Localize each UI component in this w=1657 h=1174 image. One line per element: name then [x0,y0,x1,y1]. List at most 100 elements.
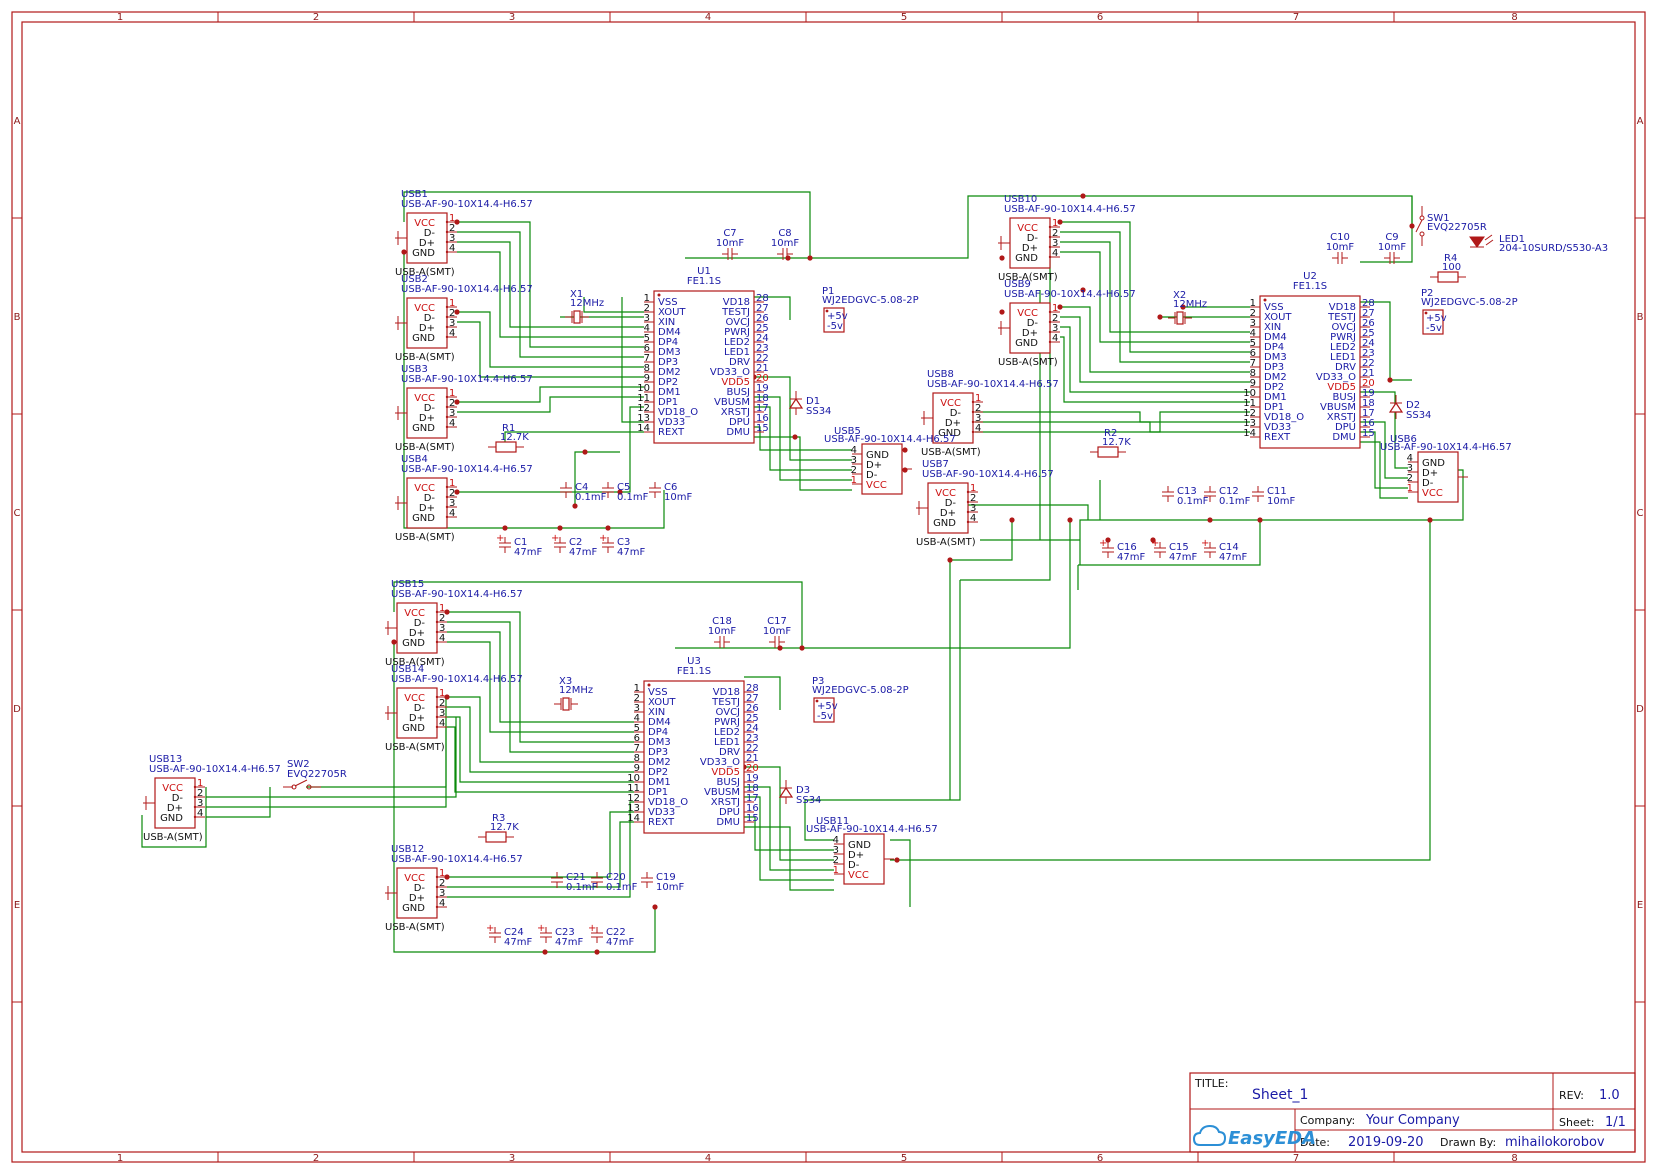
pin-number: 4 [970,513,976,524]
cap-value: 10mF [708,626,736,637]
cap-ref: C24 [504,927,524,938]
usb-ref: USB15 [391,579,424,590]
row-label-right: E [1637,900,1643,911]
pin-number: 13 [627,803,640,814]
pin-number: 2 [449,488,455,499]
pin-name: REXT [658,427,685,438]
usb-part: USB-AF-90-10X14.4-H6.57 [1004,289,1136,300]
usb-pin-name: D- [1422,478,1434,489]
usb-pin-name: GND [1422,458,1445,469]
usb-pin-name: GND [412,248,435,259]
pin-number: 1 [644,293,650,304]
junction-dot [542,949,548,955]
pin-name: LED2 [1330,342,1356,353]
title-block: TITLE: Sheet_1 REV: 1.0 Company: Your Co… [1189,1072,1636,1153]
pin-number: 4 [439,633,445,644]
polarity-mark: + [496,533,504,544]
column-label-top: 4 [705,12,711,23]
pin-name: DP1 [1264,402,1284,413]
usb-pin-name: D+ [419,413,435,424]
pin-name: BUSJ [717,777,740,788]
junction-dot [594,949,600,955]
usb-pin-name: GND [1015,338,1038,349]
pin-number: 28 [1362,298,1375,309]
pin-name: XRSTJ [711,797,740,808]
sheet-value: 1/1 [1605,1115,1626,1130]
row-label-left: E [14,900,20,911]
cap-value: 10mF [664,492,692,503]
usb-ref: USB7 [922,459,949,470]
usb-pin-name: GND [412,333,435,344]
cap-value: 47mF [617,547,645,558]
date-label: Date: [1300,1136,1330,1149]
cap-ref: C17 [767,616,787,627]
pin-name: PWRJ [724,327,750,338]
pin-number: 20 [746,763,759,774]
usb-pin-name: GND [938,428,961,439]
pin-name: DP1 [648,787,668,798]
usb-part: USB-AF-90-10X14.4-H6.57 [922,469,1054,480]
usb-ref: USB14 [391,664,424,675]
usb-pin-name: VCC [940,398,961,409]
crystal-ref: X3 [559,676,572,687]
pin-number: 3 [449,408,455,419]
pin-number: 5 [634,723,640,734]
cap-ref: C2 [569,537,582,548]
pin-number: 23 [746,733,759,744]
junction-dot [947,557,953,563]
junction-dot [391,639,397,645]
pin-number: 12 [1243,408,1256,419]
pin-number: 4 [1407,453,1413,464]
usb-part: USB-AF-90-10X14.4-H6.57 [927,379,1059,390]
junction-dot [605,525,611,531]
usb-part: USB-AF-90-10X14.4-H6.57 [806,824,938,835]
title-value: Sheet_1 [1252,1087,1308,1103]
pin-name: VD33_O [700,757,740,768]
crystal-value: 12MHz [1173,299,1207,310]
pin-number: 3 [1407,463,1413,474]
cap-ref: C6 [664,482,677,493]
usb-pin-name: VCC [414,218,435,229]
column-label-bottom: 5 [901,1153,907,1164]
pin-number: 24 [1362,338,1375,349]
pin-number: 1 [449,213,455,224]
usb-ref: USB1 [401,189,428,200]
usb-pin-name: D- [172,793,184,804]
pin-number: 22 [1362,358,1375,369]
pin-number: 1 [1250,298,1256,309]
usb-pin-name: D+ [409,893,425,904]
usb-pin-name: D- [424,228,436,239]
pin-number: 9 [634,763,640,774]
pin-name: VD33 [648,807,675,818]
usb-pin-name: D+ [409,713,425,724]
pin-name: DP2 [648,767,668,778]
crystal-ref: X2 [1173,290,1186,301]
